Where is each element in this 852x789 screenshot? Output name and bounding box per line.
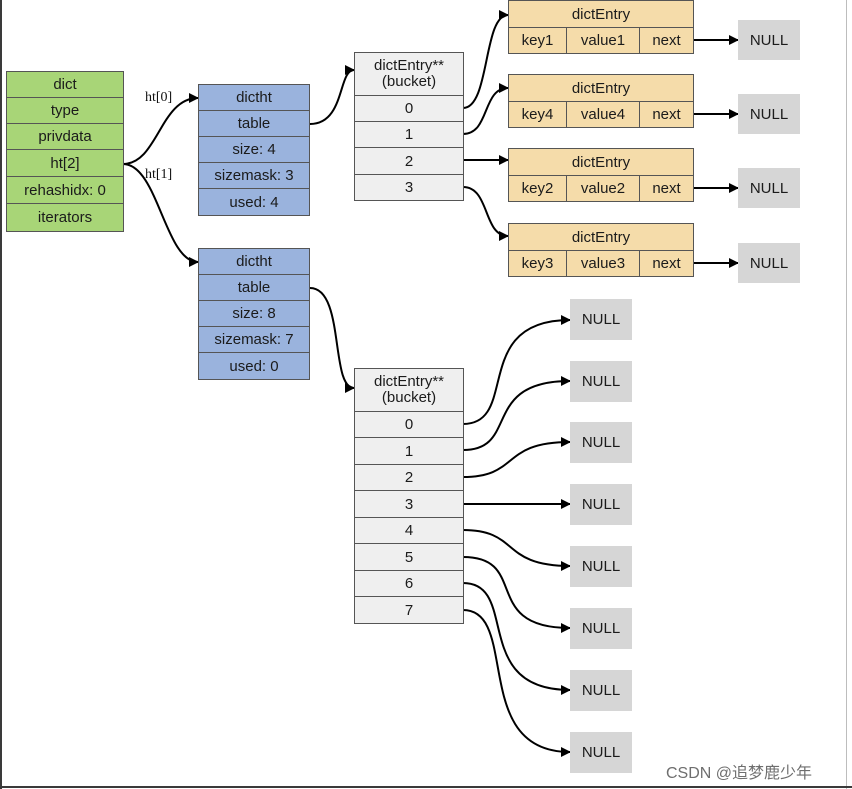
bucket1-header: dictEntry** (bucket) — [354, 368, 464, 412]
entry-key: key4 — [508, 101, 567, 128]
entry-next: next — [639, 250, 694, 277]
bucket1-slot: 7 — [354, 596, 464, 624]
bucket1-slot: 5 — [354, 543, 464, 571]
dictht-0: dictht table size: 4 sizemask: 3 used: 4 — [198, 84, 310, 216]
entry-title: dictEntry — [508, 0, 694, 28]
bucket1-null: NULL — [570, 422, 632, 463]
csdn-watermark: CSDN @追梦鹿少年 — [666, 765, 813, 782]
dictht1-used: used: 0 — [198, 352, 310, 380]
arrow-ht1 — [122, 163, 199, 267]
frame-left-border — [0, 0, 2, 789]
bucket1-null: NULL — [570, 608, 632, 649]
entry-null: NULL — [738, 168, 800, 208]
dictht0-used: used: 4 — [198, 188, 310, 216]
arrow-b0-slot1 — [462, 83, 509, 135]
dictht-1: dictht table size: 8 sizemask: 7 used: 0 — [198, 248, 310, 380]
dictht1-header: dictht — [198, 248, 310, 275]
entry-next: next — [639, 175, 694, 202]
entry-null: NULL — [738, 243, 800, 283]
arrow-b1-slot6 — [462, 582, 571, 695]
bucket0-header-line1: dictEntry** — [373, 57, 445, 74]
arrow-ht1-table — [309, 287, 355, 393]
arrow-ht0-table — [309, 65, 355, 125]
arrow-b0-slot0 — [462, 10, 509, 109]
bucket1-null: NULL — [570, 546, 632, 587]
ht0-link-label: ht[0] — [145, 90, 173, 105]
bucket1-null: NULL — [570, 732, 632, 773]
bucket0-header: dictEntry** (bucket) — [354, 52, 464, 96]
arrow-b0-slot3 — [462, 186, 509, 241]
entry-value: value1 — [566, 27, 640, 54]
dict-entry: dictEntry key4 value4 next — [508, 74, 694, 128]
arrow-b1-slot5 — [462, 556, 571, 633]
arrow-b1-slot4 — [462, 529, 571, 571]
arrow-b1-slot0 — [462, 315, 571, 425]
bucket0-slot: 1 — [354, 121, 464, 148]
arrow-b1-slot7 — [462, 609, 571, 757]
arrow-b1-slot1 — [462, 376, 571, 451]
dictht0-table: table — [198, 110, 310, 137]
bucket1-slot: 4 — [354, 517, 464, 544]
dictht1-table: table — [198, 274, 310, 301]
dict-entry: dictEntry key1 value1 next — [508, 0, 694, 54]
dict-entry: dictEntry key2 value2 next — [508, 148, 694, 202]
dict-header: dict — [6, 71, 124, 98]
bucket0-slot: 0 — [354, 95, 464, 122]
bucket0-slot: 3 — [354, 174, 464, 201]
bucket1-header-line2: (bucket) — [381, 389, 437, 406]
bucket1-slot: 6 — [354, 570, 464, 597]
bucket-array-1: dictEntry** (bucket) 0 1 2 3 4 5 6 7 — [354, 368, 464, 624]
bucket1-null: NULL — [570, 670, 632, 711]
bucket1-slot: 0 — [354, 411, 464, 438]
frame-bottom-border — [0, 786, 852, 788]
entry-null: NULL — [738, 94, 800, 134]
dict-entry: dictEntry key3 value3 next — [508, 223, 694, 277]
bucket1-header-line1: dictEntry** — [373, 373, 445, 390]
bucket0-header-line2: (bucket) — [381, 73, 437, 90]
entry-key: key1 — [508, 27, 567, 54]
bucket1-null: NULL — [570, 361, 632, 402]
arrow-b1-slot2 — [462, 437, 571, 478]
dict-ht: ht[2] — [6, 149, 124, 177]
dictht1-sizemask: sizemask: 7 — [198, 326, 310, 353]
entry-next: next — [639, 27, 694, 54]
arrow-ht0 — [122, 93, 199, 165]
bucket0-slot: 2 — [354, 147, 464, 175]
entry-key: key3 — [508, 250, 567, 277]
bucket-array-0: dictEntry** (bucket) 0 1 2 3 — [354, 52, 464, 201]
bucket1-slot: 3 — [354, 490, 464, 518]
dict-type: type — [6, 97, 124, 124]
entry-value: value3 — [566, 250, 640, 277]
dictht0-header: dictht — [198, 84, 310, 111]
dictht1-size: size: 8 — [198, 300, 310, 327]
dict-rehashidx: rehashidx: 0 — [6, 176, 124, 204]
entry-title: dictEntry — [508, 223, 694, 251]
entry-value: value4 — [566, 101, 640, 128]
entry-title: dictEntry — [508, 74, 694, 102]
dictht0-size: size: 4 — [198, 136, 310, 163]
bucket1-slot: 2 — [354, 464, 464, 491]
frame-right-border — [846, 0, 847, 789]
entry-title: dictEntry — [508, 148, 694, 176]
bucket1-null: NULL — [570, 484, 632, 525]
dictht0-sizemask: sizemask: 3 — [198, 162, 310, 189]
entry-key: key2 — [508, 175, 567, 202]
bucket1-slot: 1 — [354, 437, 464, 465]
dict-iterators: iterators — [6, 203, 124, 232]
dict-struct: dict type privdata ht[2] rehashidx: 0 it… — [6, 71, 124, 232]
entry-value: value2 — [566, 175, 640, 202]
entry-next: next — [639, 101, 694, 128]
entry-null: NULL — [738, 20, 800, 60]
bucket1-null: NULL — [570, 299, 632, 340]
dict-privdata: privdata — [6, 123, 124, 150]
ht1-link-label: ht[1] — [145, 167, 173, 182]
